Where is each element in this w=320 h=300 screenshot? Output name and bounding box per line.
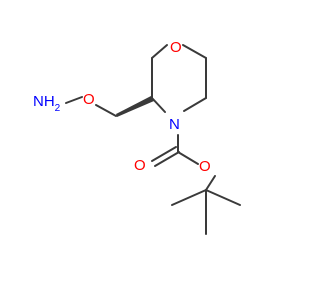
bond-ch2-o-linker bbox=[95, 104, 117, 117]
amino-label: NH bbox=[33, 93, 55, 110]
bond-ring-ch2-n bbox=[183, 97, 207, 112]
atom-carbonyl-oxygen: O bbox=[134, 157, 146, 174]
molecule-diagram: O N O NH2 O O bbox=[33, 39, 241, 235]
bond-tbu-methyl-left bbox=[171, 189, 207, 206]
bond-carbonyl-double-b bbox=[151, 146, 177, 162]
wedge-bond bbox=[116, 96, 154, 117]
atom-linker-oxygen: O bbox=[83, 91, 95, 108]
bond-carbonyl-ester-o bbox=[177, 151, 199, 165]
bond-tbu-methyl-right bbox=[205, 189, 241, 206]
atom-amino-nitrogen: NH2 bbox=[33, 93, 61, 114]
bond-o-ring-ch2-right bbox=[182, 44, 207, 59]
bond-n-stereocenter bbox=[151, 97, 166, 113]
atom-ring-nitrogen: N bbox=[169, 116, 180, 133]
amino-subscript: 2 bbox=[55, 103, 61, 114]
atom-ring-oxygen: O bbox=[170, 39, 182, 56]
bond-ch2-o-ring bbox=[151, 44, 168, 59]
bond-carbonyl-double-a bbox=[154, 151, 180, 167]
bond-o-linker-n bbox=[65, 96, 83, 104]
atom-ester-oxygen: O bbox=[199, 158, 211, 175]
bond-ester-o-tbu bbox=[205, 175, 216, 191]
